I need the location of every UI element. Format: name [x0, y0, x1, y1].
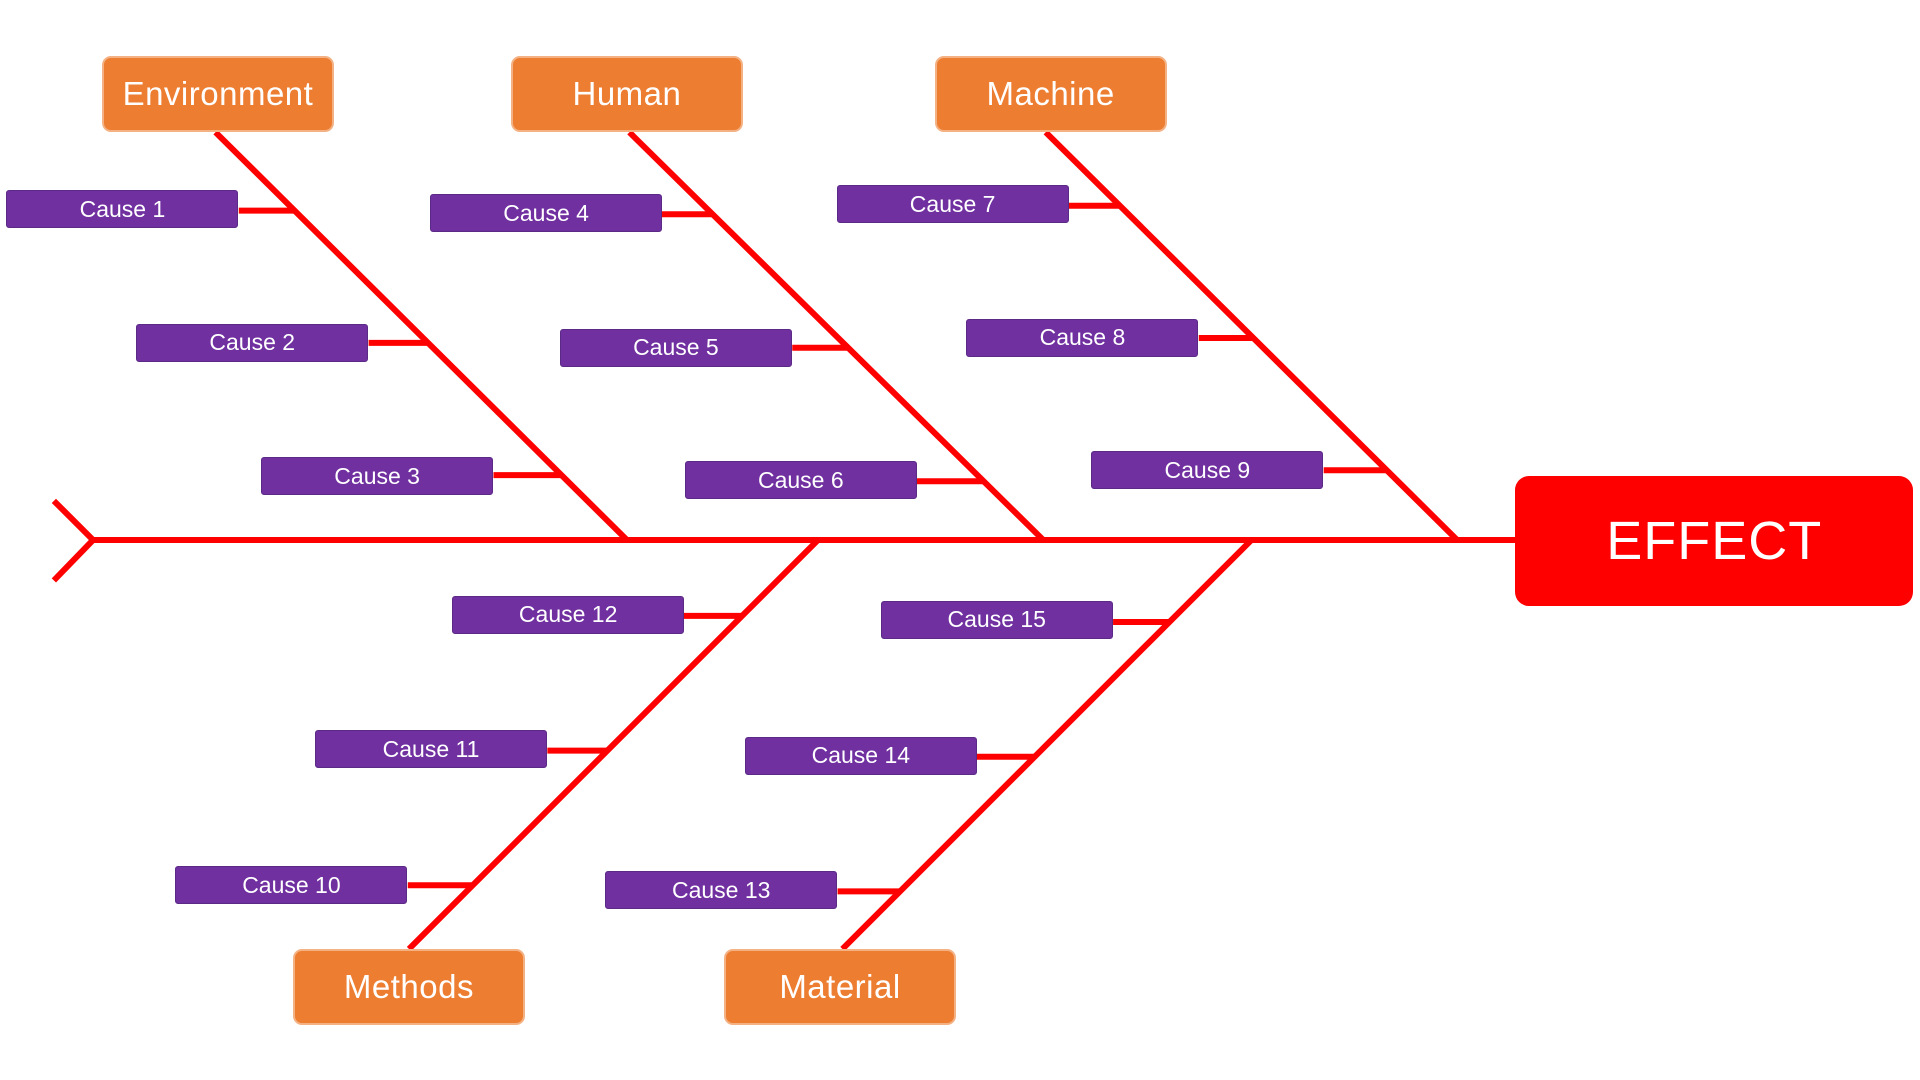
bone-methods-line — [406, 537, 821, 952]
cause-box: Cause 9 — [1091, 451, 1324, 490]
cause-box: Cause 2 — [136, 323, 369, 362]
bone-material-line — [840, 537, 1254, 952]
tail-lower-line — [51, 537, 96, 583]
cause-box: Cause 1 — [6, 190, 239, 229]
cause-box: Cause 15 — [880, 600, 1113, 639]
cause-box: Cause 3 — [261, 457, 494, 496]
category-material-box: Material — [724, 948, 956, 1025]
category-human-box: Human — [510, 56, 743, 133]
effect-box: EFFECT — [1515, 476, 1914, 607]
cause-box: Cause 11 — [315, 730, 548, 769]
bone-human-line — [627, 130, 1046, 543]
cause-box: Cause 6 — [684, 461, 917, 499]
tail-upper-line — [51, 498, 96, 543]
cause-box: Cause 10 — [175, 866, 408, 905]
cause-box: Cause 13 — [605, 871, 838, 910]
cause-box: Cause 12 — [452, 595, 685, 634]
cause-box: Cause 8 — [966, 318, 1199, 357]
category-environment-box: Environment — [101, 56, 334, 133]
category-methods-box: Methods — [292, 948, 525, 1025]
cause-box: Cause 7 — [836, 185, 1069, 224]
cause-box: Cause 14 — [744, 736, 977, 775]
cause-box: Cause 4 — [430, 194, 663, 233]
category-machine-box: Machine — [934, 56, 1167, 133]
bone-environment-line — [213, 130, 630, 543]
cause-box: Cause 5 — [559, 328, 792, 367]
